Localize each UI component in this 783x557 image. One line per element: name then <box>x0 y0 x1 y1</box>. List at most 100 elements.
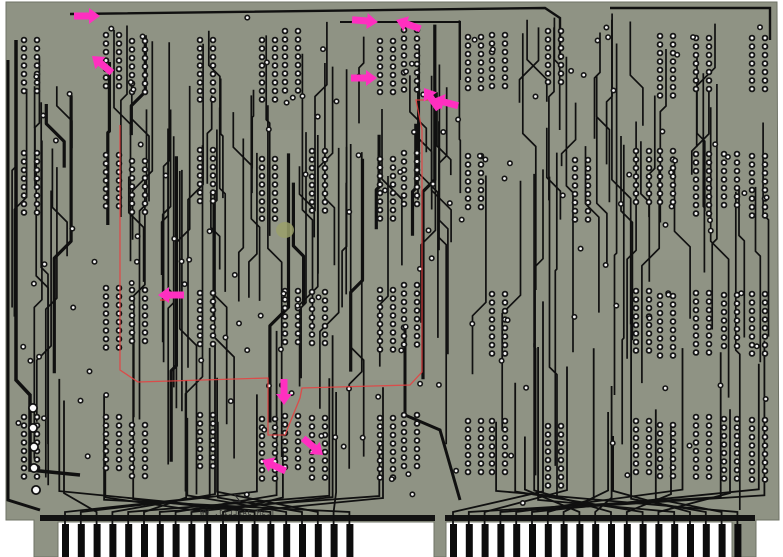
drill-hole <box>211 413 215 417</box>
drill-hole <box>283 440 287 443</box>
drill-hole <box>402 62 406 66</box>
drill-hole <box>260 64 264 67</box>
drill-hole <box>671 192 675 195</box>
drill-hole <box>143 39 147 43</box>
drill-hole <box>323 175 327 178</box>
drill-hole <box>273 157 277 161</box>
connector-finger <box>623 524 631 557</box>
drill-hole <box>104 449 108 453</box>
drill-hole <box>391 433 395 437</box>
drill-hole <box>490 335 494 338</box>
drill-hole <box>503 42 507 45</box>
via-hole <box>719 384 722 387</box>
drill-hole <box>479 453 483 457</box>
drill-hole <box>260 38 264 42</box>
drill-hole <box>402 194 406 197</box>
drill-hole <box>130 305 134 309</box>
drill-hole <box>402 151 406 155</box>
drill-hole <box>573 201 577 204</box>
drill-hole <box>559 63 563 67</box>
drill-hole <box>104 170 108 174</box>
drill-hole <box>402 168 406 172</box>
drill-hole <box>750 171 754 175</box>
drill-hole <box>658 149 662 153</box>
drill-hole <box>750 352 754 355</box>
connector-finger <box>450 524 457 557</box>
drill-hole <box>143 339 147 343</box>
drill-hole <box>671 320 675 323</box>
drill-hole <box>750 444 754 447</box>
drill-hole <box>671 60 675 63</box>
drill-hole <box>490 428 494 431</box>
via-hole <box>398 170 402 174</box>
trace <box>673 162 691 319</box>
drill-hole <box>707 178 711 181</box>
drill-hole <box>402 37 406 40</box>
drill-hole <box>694 334 698 337</box>
via-hole <box>229 399 233 403</box>
drill-hole <box>479 44 483 47</box>
trace <box>132 331 256 524</box>
drill-hole <box>671 328 675 332</box>
drill-hole <box>559 450 563 453</box>
drill-hole <box>658 328 662 332</box>
drill-hole <box>378 331 382 334</box>
trace <box>178 171 198 495</box>
drill-hole <box>402 343 406 346</box>
drill-hole <box>763 301 767 304</box>
via-hole <box>726 155 730 159</box>
drill-hole <box>671 51 675 55</box>
trace <box>64 347 211 524</box>
drill-hole <box>707 169 711 173</box>
drill-hole <box>490 318 494 321</box>
drill-hole <box>707 70 711 74</box>
drill-hole <box>296 289 300 293</box>
drill-hole <box>378 39 382 43</box>
drill-hole <box>658 354 662 357</box>
via-hole <box>411 493 414 496</box>
drill-hole <box>402 422 406 425</box>
drill-hole <box>707 300 711 303</box>
drill-hole <box>143 90 147 94</box>
drill-hole <box>415 54 419 57</box>
via-hole <box>448 201 452 205</box>
drill-hole <box>117 458 121 461</box>
drill-hole <box>117 415 121 419</box>
drill-hole <box>211 191 215 194</box>
drill-hole <box>211 317 215 320</box>
drill-hole <box>143 314 147 317</box>
drill-hole <box>273 166 277 169</box>
drill-hole <box>671 303 675 306</box>
annotation-arrow-shape <box>158 287 184 303</box>
via-hole <box>619 202 623 206</box>
drill-hole <box>546 80 550 84</box>
drill-hole <box>722 178 726 181</box>
drill-hole <box>143 322 147 326</box>
drill-hole <box>198 422 202 425</box>
trace <box>160 128 169 275</box>
drill-hole <box>323 299 327 302</box>
drill-hole <box>694 317 698 320</box>
connector-finger <box>608 524 615 557</box>
drill-hole <box>143 466 147 469</box>
drill-hole <box>415 447 419 451</box>
drill-hole <box>378 442 382 445</box>
trace <box>738 186 746 338</box>
drill-hole <box>310 425 314 428</box>
drill-hole <box>283 55 287 58</box>
drill-hole <box>750 469 754 473</box>
drill-hole <box>143 56 147 60</box>
drill-hole <box>750 205 754 209</box>
trace <box>58 378 272 524</box>
drill-hole <box>283 46 287 50</box>
drill-hole <box>707 212 711 215</box>
drill-hole <box>763 444 767 447</box>
drill-hole <box>750 461 754 464</box>
via-hole <box>187 258 191 262</box>
drill-hole <box>198 38 202 42</box>
drill-hole <box>273 417 277 421</box>
drill-hole <box>378 450 382 454</box>
drill-hole <box>130 339 134 343</box>
via-hole <box>407 472 410 476</box>
drill-hole <box>391 305 395 309</box>
